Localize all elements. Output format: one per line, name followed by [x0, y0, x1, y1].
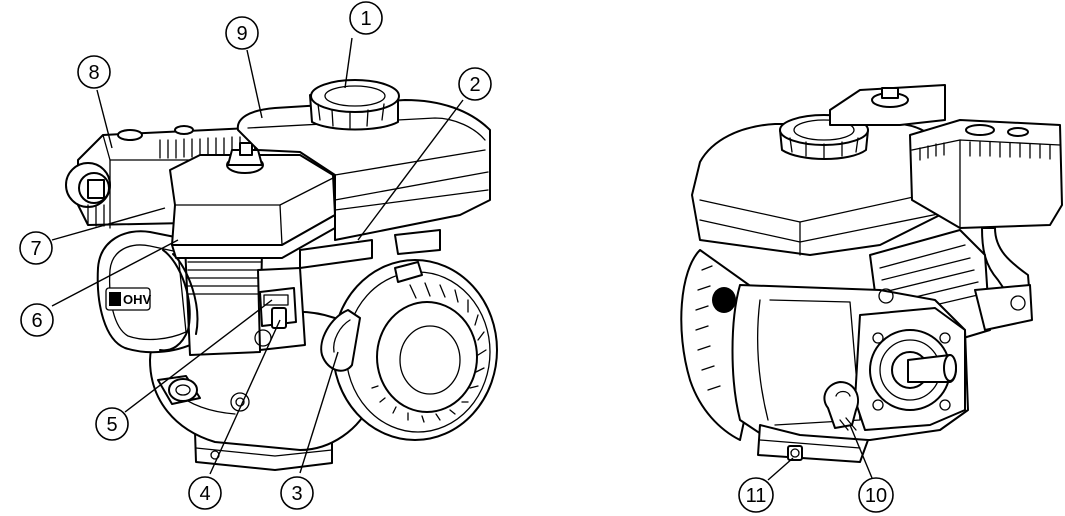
callouts: 1 2 3 4 5 6 [19, 1, 894, 513]
callout-5: 5 [95, 407, 129, 441]
callout-10: 10 [858, 477, 894, 513]
fuel-cap [309, 79, 400, 131]
callout-8: 8 [77, 55, 111, 89]
air-cleaner-rear [829, 84, 946, 126]
callout-6: 6 [20, 303, 54, 337]
svg-text:10: 10 [865, 485, 887, 507]
svg-text:5: 5 [106, 414, 117, 436]
svg-text:1: 1 [360, 8, 371, 30]
oil-drain-bolt [787, 445, 803, 461]
starter-grip [320, 309, 361, 372]
fuel-tank [236, 79, 491, 269]
svg-text:6: 6 [31, 310, 42, 332]
svg-text:4: 4 [199, 483, 210, 505]
oil-filler-cap [823, 381, 859, 431]
right-engine-view [680, 84, 1063, 463]
svg-text:2: 2 [469, 74, 480, 96]
callout-1: 1 [349, 1, 383, 35]
svg-text:8: 8 [88, 62, 99, 84]
air-cleaner [169, 142, 336, 259]
oil-drain-plug [157, 375, 201, 405]
mounting-base-rear [757, 424, 869, 463]
svg-text:3: 3 [291, 483, 302, 505]
svg-text:7: 7 [30, 238, 41, 260]
callout-3: 3 [280, 476, 314, 510]
callout-4: 4 [188, 476, 222, 510]
svg-text:11: 11 [746, 485, 767, 507]
pto-shaft [854, 288, 966, 431]
callout-9: 9 [225, 16, 259, 50]
left-engine-view: OHV [65, 79, 498, 471]
callout-11: 11 [738, 477, 774, 513]
air-cleaner-wing-nut [226, 142, 264, 174]
fuel-tank-rear [691, 114, 951, 256]
ohv-badge-text: OHV [123, 292, 152, 307]
choke-lever [259, 287, 297, 329]
recoil-starter [320, 259, 498, 441]
callout-2: 2 [458, 67, 492, 101]
callout-7: 7 [19, 231, 53, 265]
svg-text:9: 9 [236, 23, 247, 45]
